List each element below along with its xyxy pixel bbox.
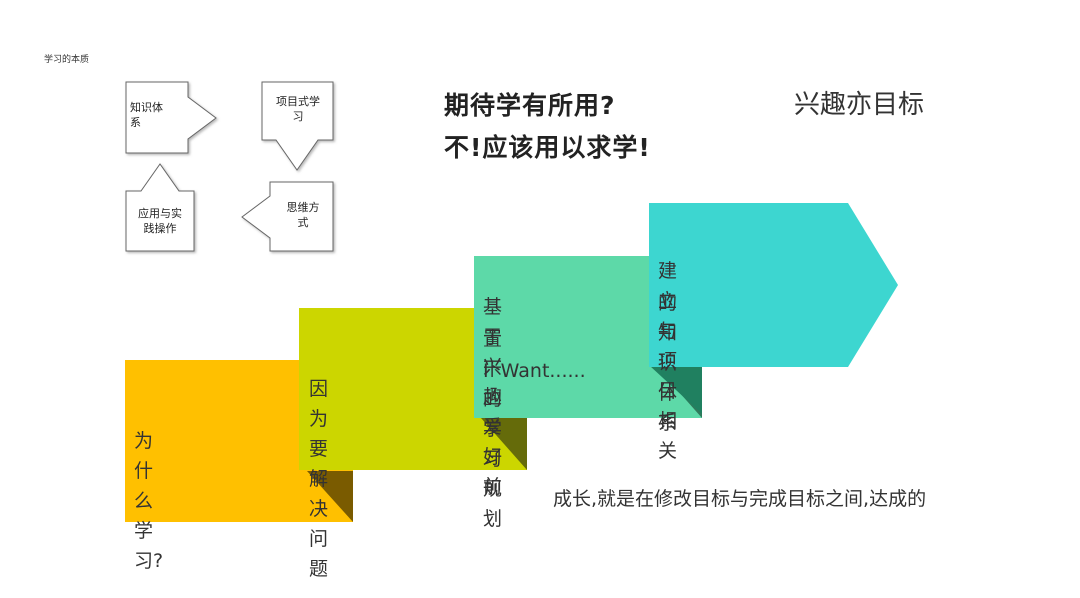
interest-goal-text: 兴趣亦目标 [794,90,925,120]
headline-line1: 期待学有所用? [444,91,616,120]
cycle-label-practice: 应用与实 践操作 [138,207,182,235]
step2-text: 因为要解决问题 [309,378,329,580]
bottom-note: 成长,就是在修改目标与完成目标之间,达成的 [553,488,927,510]
cycle-label-project: 项目式学 习 [276,95,320,123]
headline-line2: 不!应该用以求学! [444,133,651,162]
corner-title: 学习的本质 [44,55,90,65]
step3-text-line2: 置下的学习规划 [483,328,503,530]
cycle-label-knowledge: 知识体 系 [130,101,163,129]
cycle-arrow-right [125,81,217,154]
step4-fold [650,366,702,414]
cycle-arrow-left [241,181,334,252]
learning-cycle-diagram: 知识体 系 项目式学 习 思维方 式 应用与实 践操作 [0,0,360,270]
step4-arrow [649,203,898,367]
step3-text-line3: I Want...... [483,360,586,382]
step1-fold [307,471,353,522]
step3-text-line1: 基于兴趣爱好前 [483,296,503,498]
cycle-label-thinking: 思维方 式 [286,201,320,229]
step1-text: 为什么学习? [134,430,164,572]
cycle-arrow-down [261,81,334,171]
step2-fold [481,418,527,470]
cycle-arrows [125,81,334,252]
cycle-arrow-up [125,163,195,252]
step4-text-line1: 建立与项目相关 [658,260,678,462]
step4-text-line2: 的知识体系 [658,292,678,434]
